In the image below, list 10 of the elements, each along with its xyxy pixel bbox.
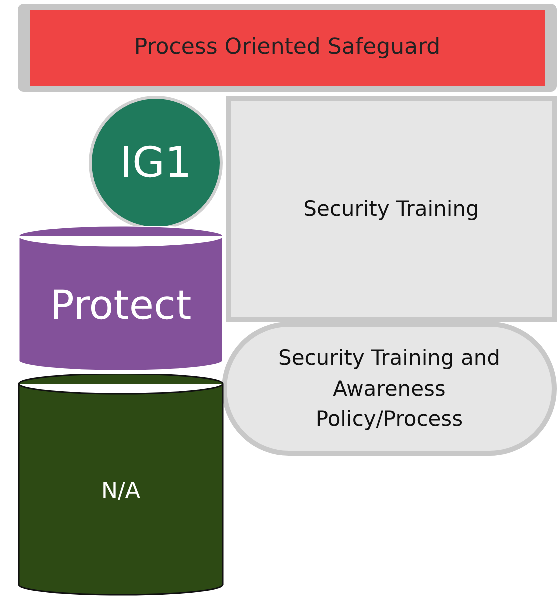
- cylinder-node: [18, 374, 224, 596]
- node-label: Protect: [50, 282, 192, 331]
- process-banner: [18, 4, 557, 92]
- node-label: Security Training and Awareness Policy/Process: [278, 345, 502, 434]
- process-box: [226, 96, 557, 322]
- node-label: IG1: [120, 136, 192, 189]
- node-label: Process Oriented Safeguard: [134, 34, 441, 62]
- node-label: N/A: [102, 478, 140, 506]
- cylinder-node: [18, 226, 224, 372]
- node-label: Security Training: [304, 196, 480, 223]
